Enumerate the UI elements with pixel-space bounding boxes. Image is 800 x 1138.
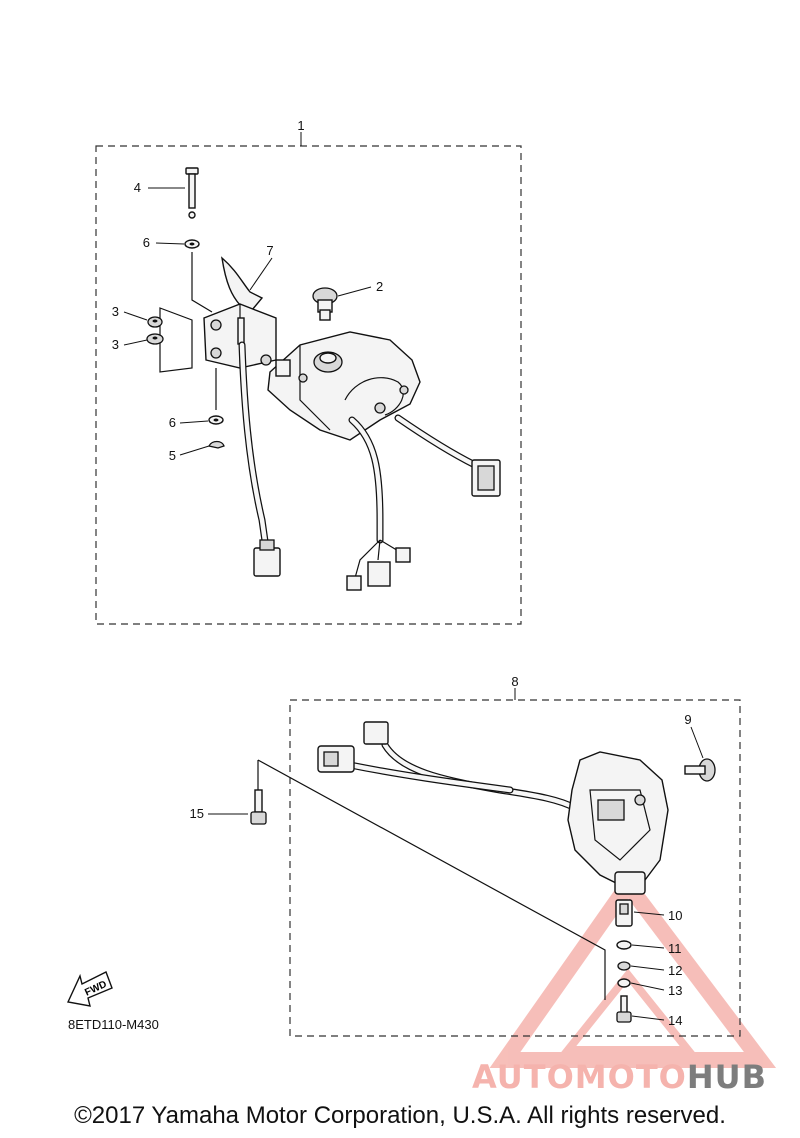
lever-switch-wire bbox=[238, 341, 281, 577]
bolt-part-4 bbox=[185, 167, 199, 219]
push-button-part-2 bbox=[312, 287, 338, 321]
leader-12 bbox=[630, 965, 665, 971]
callout-5: 5 bbox=[169, 448, 176, 463]
leader-14 bbox=[631, 1015, 665, 1021]
callout-9: 9 bbox=[684, 712, 691, 727]
right-switch-housing bbox=[567, 751, 669, 895]
leader-13 bbox=[630, 982, 665, 991]
lever-bracket-part-7 bbox=[203, 256, 277, 369]
guide-line-upper bbox=[191, 252, 213, 313]
screw-part-14 bbox=[616, 995, 632, 1023]
callout-13: 13 bbox=[668, 983, 682, 998]
leader-11 bbox=[631, 944, 665, 949]
mount-plate-outline bbox=[159, 307, 193, 373]
leader-3-upper bbox=[123, 311, 148, 321]
leader-2 bbox=[337, 286, 372, 297]
washer-part-13 bbox=[617, 978, 631, 988]
callout-3-upper: 3 bbox=[112, 304, 119, 319]
watermark-triangle bbox=[489, 871, 777, 1068]
leader-9 bbox=[690, 726, 704, 759]
washer-part-12 bbox=[617, 961, 631, 971]
callout-7: 7 bbox=[266, 243, 273, 258]
assembly-1-callout: 1 bbox=[297, 118, 304, 133]
leader-6-upper bbox=[155, 242, 185, 245]
left-switch-housing bbox=[267, 331, 421, 441]
watermark-text-hub: HUB bbox=[686, 1058, 768, 1096]
callout-3-lower: 3 bbox=[112, 337, 119, 352]
callout-6-upper: 6 bbox=[143, 235, 150, 250]
assembly-8-callout: 8 bbox=[511, 674, 518, 689]
diagram-part-code: 8ETD110-M430 bbox=[68, 1017, 159, 1032]
copyright-footer: ©2017 Yamaha Motor Corporation, U.S.A. A… bbox=[74, 1102, 726, 1129]
watermark-logo: AUTOMOTOHUB bbox=[472, 1058, 767, 1096]
nut-part-3-lower bbox=[146, 333, 164, 345]
leader-10 bbox=[633, 911, 665, 916]
fwd-arrow-icon: FWD bbox=[66, 971, 113, 1007]
callout-6-lower: 6 bbox=[169, 415, 176, 430]
washer-part-11 bbox=[616, 940, 632, 950]
left-switch-wires bbox=[346, 414, 501, 591]
callout-14: 14 bbox=[668, 1013, 682, 1028]
switch-part-10 bbox=[615, 899, 633, 927]
watermark-text-automoto: AUTOMOTO bbox=[472, 1058, 687, 1096]
callout-12: 12 bbox=[668, 963, 682, 978]
leader-7 bbox=[249, 257, 273, 291]
guide-line-15 bbox=[257, 759, 606, 1000]
callout-15: 15 bbox=[190, 806, 204, 821]
assembly-1-box bbox=[95, 145, 522, 625]
screw-part-9 bbox=[684, 758, 716, 782]
right-switch-wires bbox=[317, 721, 579, 812]
leader-5 bbox=[179, 445, 210, 456]
screw-part-15 bbox=[250, 789, 267, 825]
clip-part-5 bbox=[208, 440, 225, 449]
callout-4: 4 bbox=[134, 180, 141, 195]
leader-6-lower bbox=[179, 420, 209, 424]
leader-3-lower bbox=[123, 339, 148, 346]
assembly-8-box bbox=[289, 699, 741, 1037]
nut-part-3-upper bbox=[147, 316, 163, 328]
callout-2: 2 bbox=[376, 279, 383, 294]
callout-11: 11 bbox=[668, 941, 682, 956]
callout-10: 10 bbox=[668, 908, 682, 923]
